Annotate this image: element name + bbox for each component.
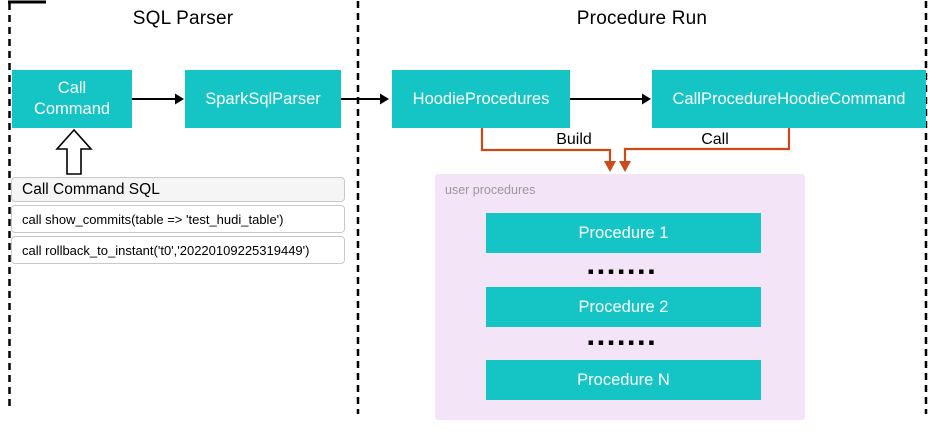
user-procedures-label: user procedures — [445, 183, 536, 197]
node-procedure-1: Procedure 1 — [486, 213, 761, 253]
node-procedure-2: Procedure 2 — [486, 287, 761, 327]
hollow-up-arrow — [55, 128, 93, 175]
sql-panel-header: Call Command SQL — [11, 177, 345, 202]
node-spark-sql-parser: SparkSqlParser — [185, 70, 341, 128]
sql-example-row: call show_commits(table => 'test_hudi_ta… — [11, 205, 345, 233]
lane-title-sql-parser: SQL Parser — [132, 8, 234, 29]
arrow-callcommand-to-sparksqlparser — [132, 93, 184, 105]
ellipsis-separator: ▪▪▪▪▪▪▪ — [587, 267, 659, 277]
connector-call — [619, 128, 791, 172]
user-procedures-container: user procedures Procedure 1 ▪▪▪▪▪▪▪ Proc… — [435, 174, 805, 420]
edge-label-call: Call — [701, 131, 729, 148]
sql-example-row: call rollback_to_instant('t0','202201092… — [11, 236, 345, 264]
arrow-hoodieprocedures-to-callprocedure — [570, 93, 651, 105]
edge-label-build: Build — [556, 131, 592, 148]
arrow-sparksqlparser-to-hoodieprocedures — [341, 93, 389, 105]
node-hoodie-procedures: HoodieProcedures — [392, 70, 570, 128]
lane-title-procedure-run: Procedure Run — [576, 8, 708, 29]
ellipsis-separator: ▪▪▪▪▪▪▪ — [587, 338, 659, 348]
node-call-procedure-hoodie-command: CallProcedureHoodieCommand — [652, 70, 926, 128]
node-procedure-n: Procedure N — [486, 360, 761, 400]
node-call-command: Call Command — [12, 70, 132, 128]
connector-build — [480, 128, 616, 172]
call-command-sql-panel: Call Command SQL call show_commits(table… — [11, 177, 345, 264]
